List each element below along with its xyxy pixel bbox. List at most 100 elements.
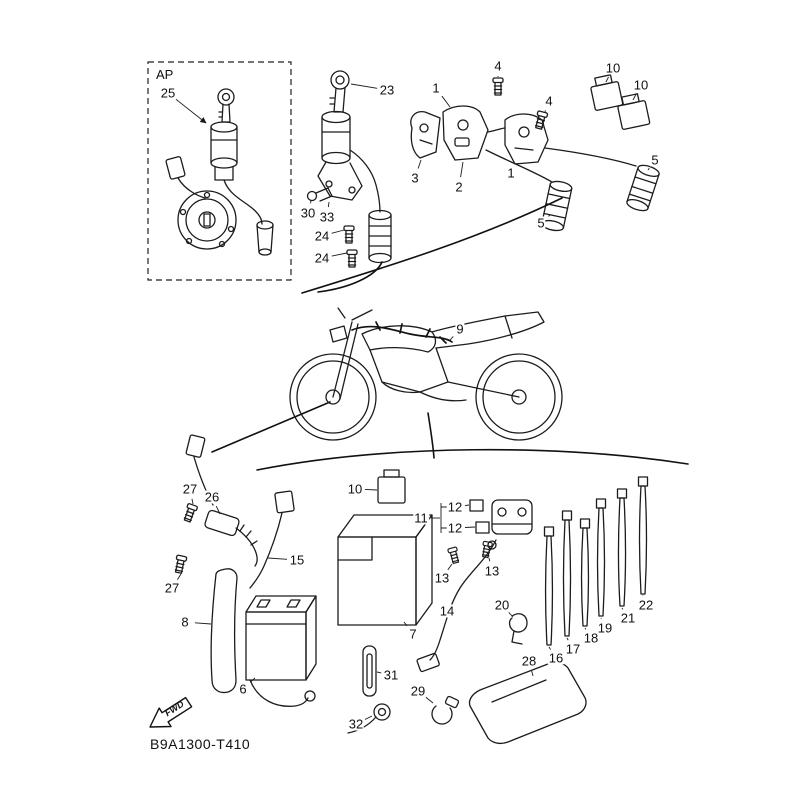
connector <box>185 434 206 458</box>
callout-19: 19 <box>596 620 614 636</box>
callout-33: 33 <box>318 209 336 225</box>
key-cylinder <box>210 121 238 181</box>
callout-17: 17 <box>564 641 582 657</box>
callout-32: 32 <box>347 716 365 732</box>
callout-15: 15 <box>288 552 306 568</box>
callout-22: 22 <box>637 597 655 613</box>
cable-tie <box>579 518 591 627</box>
relay <box>617 93 651 130</box>
lock-wire <box>223 179 263 225</box>
wire-boot <box>626 164 660 212</box>
fwd-arrow: FWD <box>149 696 193 728</box>
motorcycle-sketch <box>289 307 563 441</box>
battery-terminal <box>256 599 271 608</box>
plastic-wrench <box>362 645 377 697</box>
switch-wire <box>544 147 637 167</box>
screw <box>492 77 504 96</box>
wire-boot <box>256 220 274 256</box>
callout-14: 14 <box>438 603 456 619</box>
callout-3: 3 <box>410 170 420 186</box>
callout-24: 24 <box>313 228 331 244</box>
wire-boot <box>368 209 392 264</box>
relay <box>377 469 406 504</box>
callout-18: 18 <box>582 630 600 646</box>
holder-clip <box>508 613 528 645</box>
ignition-switch <box>321 110 351 165</box>
ignition-key <box>329 70 350 113</box>
switch-wire <box>485 149 553 183</box>
callout-7: 7 <box>408 626 418 642</box>
callout-1: 1 <box>431 80 441 96</box>
relay-connector <box>475 521 490 534</box>
callout-21: 21 <box>619 610 637 626</box>
battery <box>245 595 317 707</box>
ap-inset: AP <box>147 61 292 281</box>
switch-wire <box>487 127 506 133</box>
leader-curve <box>211 197 689 471</box>
callout-10: 10 <box>604 60 622 76</box>
callout-11: 11 <box>413 510 429 526</box>
callout-16: 16 <box>547 650 565 666</box>
switch-bracket <box>317 161 363 201</box>
battery-lead <box>249 490 295 589</box>
battery-band <box>210 568 238 694</box>
starter-relay-assembly <box>440 499 533 535</box>
relay-connector <box>469 499 484 512</box>
cable-tie <box>561 510 573 637</box>
part-code: B9A1300-T410 <box>150 736 250 752</box>
callout-5: 5 <box>536 215 546 231</box>
callout-2: 2 <box>454 179 464 195</box>
callout-4: 4 <box>493 58 503 74</box>
cable-tie <box>595 498 607 617</box>
clip <box>306 187 333 202</box>
callout-24: 24 <box>313 250 331 266</box>
screw <box>172 554 188 575</box>
screw <box>533 110 549 131</box>
callout-1: 1 <box>506 165 516 181</box>
callout-10: 10 <box>632 77 650 93</box>
callout-13: 13 <box>433 570 451 586</box>
spare-key <box>217 88 235 123</box>
handlebar-switch-right <box>504 113 549 165</box>
callout-5: 5 <box>650 152 660 168</box>
battery-cable <box>416 539 497 673</box>
cable-tie <box>616 488 628 607</box>
callout-25: 25 <box>159 85 177 101</box>
callout-9: 9 <box>455 321 465 337</box>
immobilizer-unit <box>165 156 206 199</box>
callout-28: 28 <box>520 653 538 669</box>
callout-bracket <box>440 503 447 533</box>
clamp <box>431 695 460 725</box>
callout-30: 30 <box>299 205 317 221</box>
callout-31: 31 <box>382 667 400 683</box>
brake-light-switch <box>204 509 258 567</box>
callout-10: 10 <box>346 481 364 497</box>
handlebar-switch-left <box>410 111 441 159</box>
callout-12: 12 <box>446 520 464 536</box>
callout-leader-lines <box>175 76 650 720</box>
callout-26: 26 <box>203 489 221 505</box>
callout-4: 4 <box>544 93 554 109</box>
wire-harness <box>351 321 453 344</box>
callout-8: 8 <box>180 614 190 630</box>
callout-20: 20 <box>493 597 511 613</box>
callout-27: 27 <box>163 580 181 596</box>
callout-23: 23 <box>378 82 396 98</box>
callout-29: 29 <box>409 683 427 699</box>
damper-sheet <box>468 661 587 745</box>
callout-27: 27 <box>181 481 199 497</box>
callout-6: 6 <box>238 681 248 697</box>
battery-box <box>337 514 433 626</box>
cable-tie <box>637 476 649 595</box>
switch-wire <box>349 149 381 213</box>
screw <box>343 225 355 244</box>
cable-tie <box>543 526 555 646</box>
handlebar-switch-cluster <box>410 74 660 232</box>
inset-label: AP <box>156 67 173 82</box>
handlebar-switch-mid <box>442 105 489 161</box>
vent-wire <box>249 679 309 707</box>
fuel-cap-lock <box>177 190 237 250</box>
callout-12: 12 <box>446 499 464 515</box>
screw <box>346 249 358 268</box>
